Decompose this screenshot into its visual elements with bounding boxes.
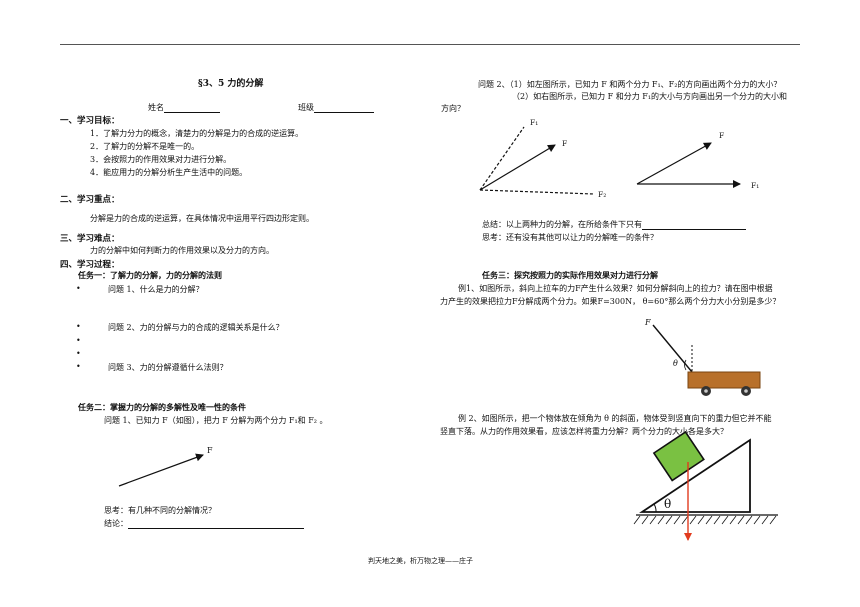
objective-item: 3．会按照力的作用效果对力进行分解。: [90, 155, 232, 164]
f2-direction-line: [479, 189, 595, 195]
example-1-line-1: 例1、如图所示，斜向上拉车的力F产生什么效果？如何分解斜向上的拉力？请在图中根据: [458, 284, 773, 293]
task2-question-1: 问题 1、已知力 F（如图），把力 F 分解为两个分力 F₁和 F₂ 。: [104, 416, 328, 425]
name-label: 姓名: [148, 103, 164, 112]
objective-item: 1．了解力分力的概念，清楚力的分解是力的合成的逆运算。: [90, 129, 304, 138]
objective-item: 2．了解力的分解不是唯一的。: [90, 142, 200, 151]
fig2-label-f: F: [719, 131, 725, 140]
difficulty-text: 力的分解中如何判断力的作用效果以及分力的方向。: [90, 246, 274, 255]
example-2-line-2: 竖直下落。从力的作用效果看，应该怎样将重力分解？两个分力的大小各是多大？: [440, 427, 728, 436]
section-objectives-title: 一、学习目标：: [60, 116, 120, 126]
fig1-label-f: F: [562, 139, 568, 148]
bullet: •: [76, 284, 81, 293]
class-field[interactable]: 班级: [298, 102, 374, 113]
summary-field[interactable]: 总结：以上两种力的分解，在所给条件下只有: [482, 219, 746, 230]
q2-line-3: 方向？: [441, 104, 465, 113]
bullet: •: [76, 336, 81, 345]
example-1-line-2: 力产生的效果把拉力F分解成两个分力。如果F=300N， θ=60°那么两个分力大…: [440, 297, 781, 306]
header-rule: [60, 44, 800, 45]
q2-line-2: （2）如右图所示，已知力 F 和分力 F₁的大小与方向画出另一个分力的大小和: [512, 92, 788, 101]
cart-label-theta: θ: [673, 359, 678, 368]
task1-question-1: 问题 1、什么是力的分解？: [108, 285, 204, 294]
task1-title: 任务一：了解力的分解，力的分解的法则: [78, 271, 222, 280]
inclined-plane: [639, 438, 751, 513]
task2-title: 任务二：掌握力的分解的多解性及唯一性的条件: [78, 403, 246, 412]
cart-label-f: F: [645, 318, 651, 327]
page-title: §3、5 力的分解: [198, 79, 264, 89]
force-f-arrow: [479, 144, 556, 191]
fig1-label-f1: F₁: [530, 118, 539, 127]
task1-question-2: 问题 2、力的分解与力的合成的逻辑关系是什么？: [108, 323, 284, 332]
section-process-title: 四、学习过程：: [60, 260, 120, 270]
think-question-2: 思考：还有没有其他可以让力的分解唯一的条件？: [482, 233, 658, 242]
pull-rope: [652, 324, 693, 373]
name-field[interactable]: 姓名: [148, 102, 220, 113]
force-label-f: F: [207, 446, 213, 455]
keypoints-text: 分解是力的合成的逆运算，在具体情况中运用平行四边形定则。: [90, 214, 314, 223]
footer-quote: 判天地之美，析万物之理——庄子: [368, 557, 473, 565]
green-block: [652, 430, 705, 482]
fig1-label-f2: F₂: [598, 190, 607, 199]
fig2-label-f1: F₁: [751, 181, 760, 190]
bullet: •: [76, 362, 81, 371]
bullet: •: [76, 349, 81, 358]
task1-question-3: 问题 3、力的分解遵循什么法则？: [108, 363, 228, 372]
q2-line-1: 问题 2、（1）如左图所示，已知力 F 和两个分力 F₁、F₂的方向画出两个分力…: [478, 80, 782, 89]
section-keypoints-title: 二、学习重点：: [60, 195, 120, 205]
incline-label-theta: θ: [664, 497, 672, 511]
class-label: 班级: [298, 103, 314, 112]
think-question: 思考：有几种不同的分解情况？: [104, 506, 216, 515]
task3-title: 任务三：探究按照力的实际作用效果对力进行分解: [482, 271, 658, 280]
force-f-arrow-2: [636, 142, 712, 185]
conclusion-field[interactable]: 结论：: [104, 518, 304, 529]
f1-direction-line: [479, 126, 525, 191]
cart-body: [687, 371, 761, 389]
example-2-line-1: 例 2、如图所示，把一个物体放在倾角为 θ 的斜面，物体受到竖直向下的重力但它并…: [458, 414, 772, 423]
objective-item: 4．能应用力的分解分析生产生活中的问题。: [90, 168, 248, 177]
summary-text: 总结：以上两种力的分解，在所给条件下只有: [482, 220, 642, 229]
section-difficulty-title: 三、学习难点：: [60, 234, 120, 244]
conclusion-label: 结论：: [104, 519, 128, 528]
bullet: •: [76, 322, 81, 331]
